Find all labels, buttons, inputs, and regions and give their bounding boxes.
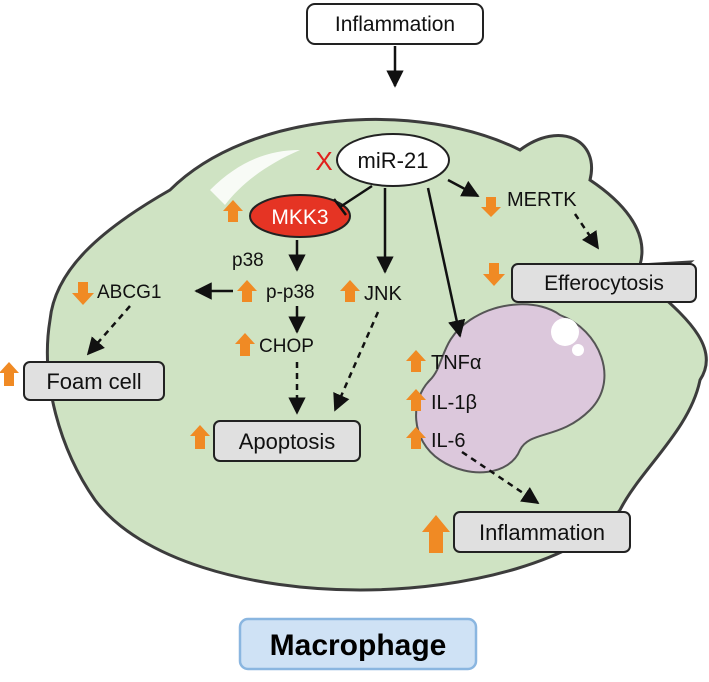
chop-up-arrow [235, 333, 255, 356]
macrophage-cell-body [46, 117, 708, 592]
inflammation-up-arrow [422, 515, 450, 553]
nucleus-bubble-large [551, 318, 579, 346]
foamcell-box [23, 361, 165, 401]
arrow-mir21-nucleus [426, 187, 466, 338]
il6-label: IL-6 [431, 430, 465, 452]
output-inflammation-label: Inflammation [479, 520, 605, 545]
arrow-mir21-mertk [447, 178, 480, 198]
output-inflammation-box [453, 511, 631, 553]
mir21-label: miR-21 [358, 148, 429, 173]
inhibit-bar-mkk3 [333, 198, 347, 216]
mkk3-up-arrow [223, 200, 243, 222]
pp38-label: p-p38 [266, 282, 315, 303]
apoptosis-label: Apoptosis [239, 429, 336, 454]
efferocytosis-down-arrow [483, 263, 505, 286]
macrophage-title-box [238, 617, 478, 671]
membrane-highlight [210, 150, 300, 205]
il6-up-arrow [406, 427, 426, 449]
mertk-label: MERTK [507, 189, 577, 211]
efferocytosis-label: Efferocytosis [544, 272, 664, 295]
jnk-up-arrow [340, 280, 360, 302]
nucleus-bubble-small [572, 344, 584, 356]
tnfa-label: TNFα [431, 352, 481, 374]
tnfa-up-arrow [406, 350, 426, 372]
foamcell-up-arrow [0, 362, 19, 386]
abcg1-down-arrow [72, 282, 94, 305]
jnk-label: JNK [364, 283, 402, 305]
input-inflammation-box [306, 3, 484, 45]
nucleus [415, 303, 606, 474]
arrow-il6-inflammation [461, 450, 540, 505]
pp38-up-arrow [237, 280, 257, 302]
mir21-ellipse [336, 133, 450, 187]
il1b-up-arrow [406, 389, 426, 411]
foamcell-label: Foam cell [46, 369, 141, 394]
mkk3-ellipse [249, 194, 351, 238]
mir21-knockout-mark: X [315, 146, 332, 176]
macrophage-title: Macrophage [270, 629, 447, 662]
mertk-down-arrow [481, 197, 501, 217]
apoptosis-box [213, 420, 361, 462]
il1b-label: IL-1β [431, 392, 477, 414]
input-inflammation-label: Inflammation [335, 13, 455, 36]
arrow-jnk-apoptosis [333, 311, 380, 412]
mkk3-label: MKK3 [271, 206, 328, 229]
inhibit-mir21-mkk3 [339, 184, 373, 209]
chop-label: CHOP [259, 336, 314, 357]
abcg1-label: ABCG1 [97, 282, 161, 303]
apoptosis-up-arrow [190, 425, 210, 449]
efferocytosis-box [511, 263, 697, 303]
p38-label: p38 [232, 250, 264, 271]
arrow-mertk-efferocytosis [573, 213, 600, 250]
